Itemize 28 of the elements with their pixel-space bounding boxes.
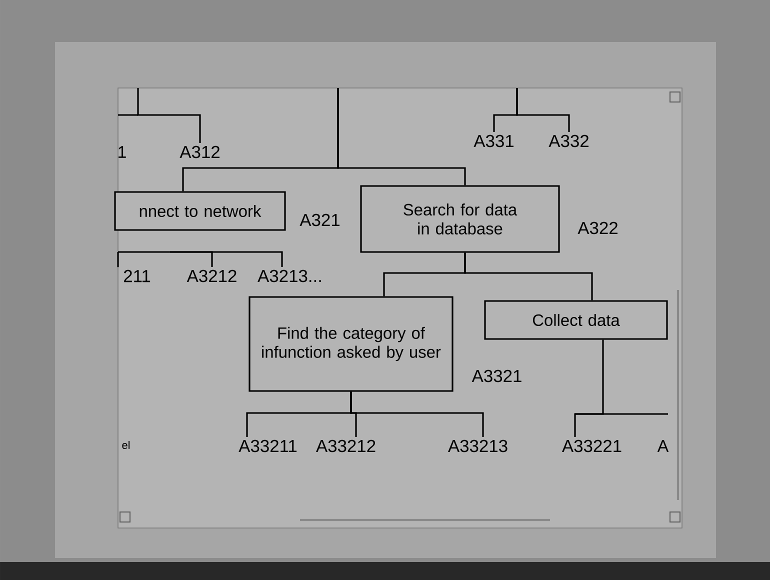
tree-line xyxy=(137,88,201,144)
cut-off-label: 1 xyxy=(118,146,126,158)
code-label: A322 xyxy=(578,222,618,234)
node-label: A33211 xyxy=(238,440,297,452)
node-label: A332 xyxy=(548,134,588,148)
process-box: nnect to network xyxy=(114,191,286,231)
process-box: Find the category of infunction asked by user xyxy=(248,296,454,392)
node-label: A33212 xyxy=(316,440,376,452)
tree-line xyxy=(337,88,466,186)
tree-line xyxy=(464,252,593,300)
cut-off-label: el xyxy=(122,440,130,450)
code-label: A3321 xyxy=(472,370,522,382)
node-label: A33221 xyxy=(562,440,622,452)
process-box: Collect data xyxy=(484,300,668,340)
code-label: A321 xyxy=(300,214,340,226)
node-label: A3213... xyxy=(258,270,321,282)
tree-line xyxy=(350,392,484,438)
tree-line xyxy=(516,88,570,132)
cut-off-label: A xyxy=(657,440,669,452)
tree-line xyxy=(170,251,283,268)
node-label: 211 xyxy=(124,270,150,282)
node-label: A331 xyxy=(474,134,514,148)
tree-line xyxy=(574,340,604,438)
process-box: Search for data in database xyxy=(360,185,560,253)
tree-line xyxy=(117,252,119,268)
node-label: A33213 xyxy=(448,440,508,452)
node-label: A3212 xyxy=(186,270,236,282)
node-label: A312 xyxy=(180,146,220,158)
